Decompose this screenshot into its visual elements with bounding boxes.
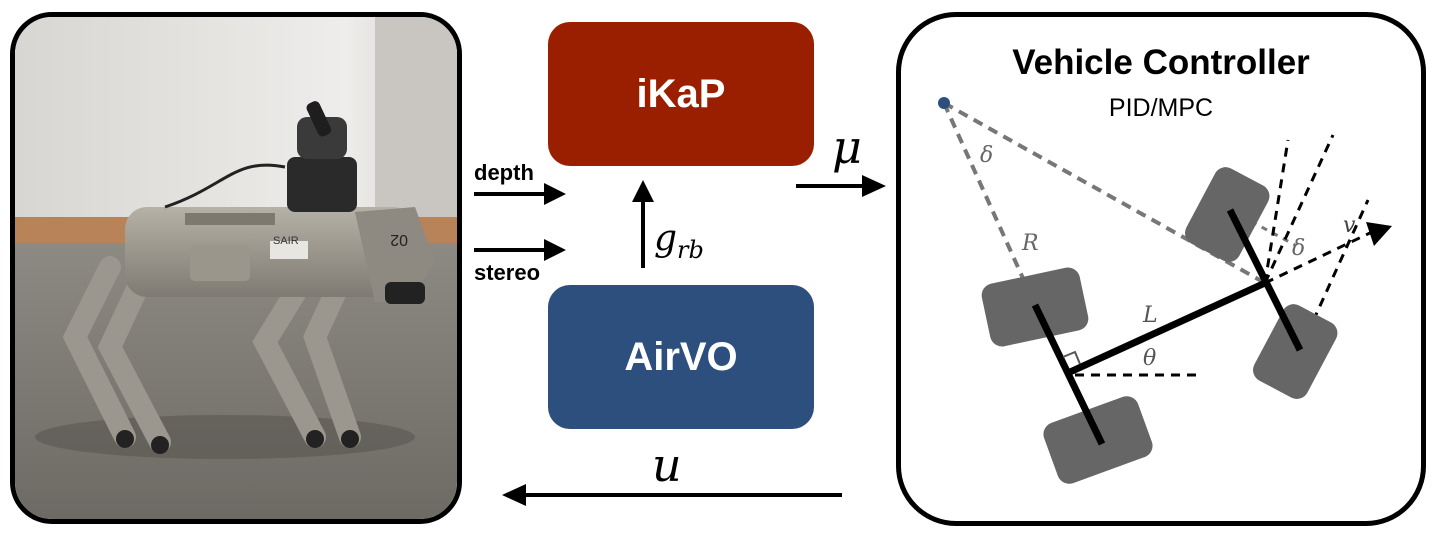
stereo-arrowhead bbox=[544, 239, 566, 261]
mu-symbol: μ bbox=[832, 120, 862, 174]
sair-badge bbox=[270, 241, 308, 259]
icr-point bbox=[938, 97, 950, 109]
u-symbol: u bbox=[652, 438, 682, 492]
rb-subscript: rb bbox=[677, 236, 704, 265]
robot-head bbox=[355, 207, 435, 302]
r-label: R bbox=[1021, 231, 1039, 256]
g-rb-symbol: grb bbox=[654, 218, 704, 264]
robot-side-panel bbox=[190, 245, 250, 281]
g-symbol: g bbox=[654, 218, 678, 259]
kinematic-diagram: δ R L θ δ v bbox=[938, 97, 1392, 484]
ikap-block: iKaP bbox=[548, 22, 814, 166]
unit-marking: 02 bbox=[390, 231, 408, 248]
wheel-heading-right bbox=[1298, 199, 1370, 351]
ikap-label: iKaP bbox=[636, 71, 726, 116]
wheel-heading-top bbox=[1263, 134, 1335, 284]
velocity-line bbox=[1264, 230, 1373, 285]
depth-label: depth bbox=[474, 160, 534, 185]
depth-arrowhead bbox=[544, 183, 566, 205]
l-label: L bbox=[1142, 303, 1158, 328]
front-axle bbox=[1226, 208, 1304, 352]
grb-arrowhead bbox=[632, 180, 654, 202]
vehicle-controller-panel: Vehicle Controller PID/MPC bbox=[896, 12, 1426, 526]
robot-top-rail bbox=[185, 213, 275, 225]
mu-arrowhead bbox=[862, 175, 886, 197]
airvo-label: AirVO bbox=[624, 334, 738, 379]
v-label: v bbox=[1343, 213, 1356, 238]
airvo-block: AirVO bbox=[548, 285, 814, 429]
stereo-label: stereo bbox=[474, 260, 541, 285]
right-angle-mark bbox=[1062, 350, 1081, 365]
cable bbox=[164, 163, 286, 209]
controller-subtitle: PID/MPC bbox=[1108, 94, 1214, 122]
robot-photo bbox=[10, 12, 462, 524]
front-wheel-right bbox=[1253, 304, 1338, 399]
u-arrowhead bbox=[502, 484, 526, 506]
flow-arrows bbox=[474, 175, 886, 506]
velocity-arrowhead bbox=[1366, 222, 1392, 246]
sair-marking: SAIR bbox=[273, 235, 299, 247]
theta-label: θ bbox=[1143, 346, 1156, 371]
robot-face-sensor bbox=[385, 282, 425, 304]
delta-right-label: δ bbox=[1292, 236, 1305, 261]
lidar-sensor bbox=[287, 157, 357, 212]
radius-line bbox=[942, 102, 1037, 306]
rear-axle bbox=[1031, 303, 1106, 446]
front-wheel-left bbox=[1185, 167, 1270, 262]
wheelbase-line bbox=[1068, 279, 1267, 376]
front-wheel-heading bbox=[1263, 139, 1290, 284]
controller-title: Vehicle Controller bbox=[1012, 43, 1310, 82]
robot-feet bbox=[116, 430, 359, 454]
lidar-top bbox=[297, 117, 347, 159]
delta-top-label: δ bbox=[980, 143, 993, 168]
antenna bbox=[306, 101, 332, 137]
